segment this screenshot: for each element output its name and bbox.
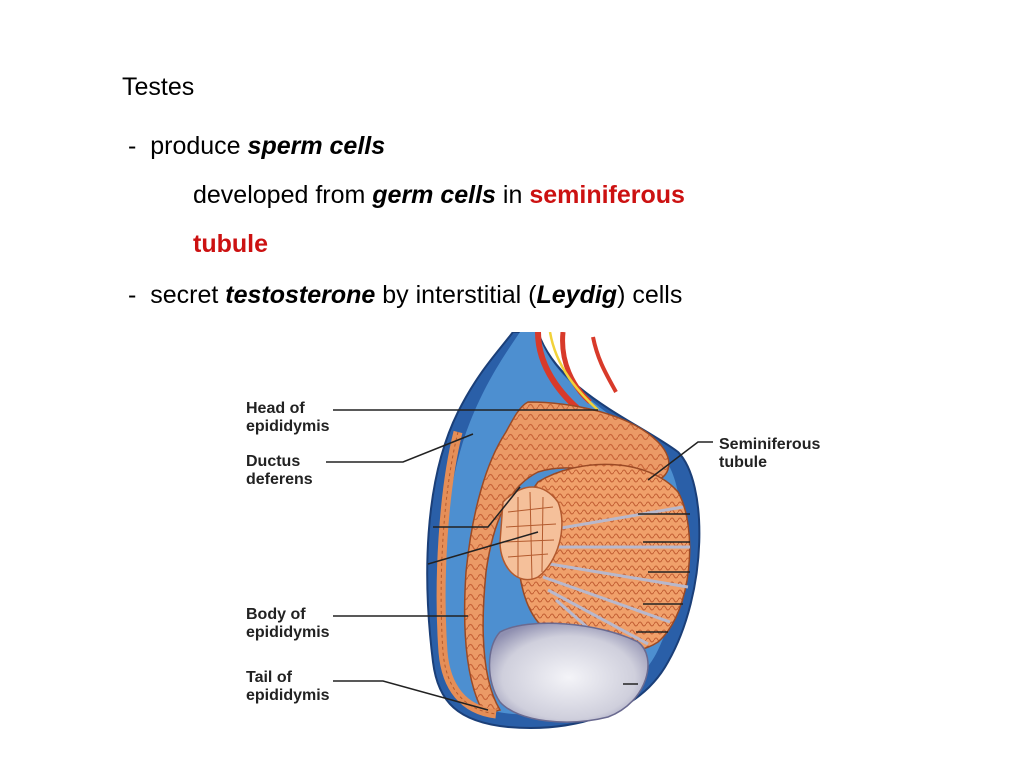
leader-tail <box>333 680 489 711</box>
label-line: Head of <box>246 400 305 417</box>
bullet-text: secret <box>150 281 219 309</box>
sub-text: developed from <box>193 181 366 209</box>
bullet-secret: - secret testosterone by interstitial (L… <box>128 280 682 310</box>
slide-title: Testes <box>122 73 195 101</box>
seminiferous-term: seminiferous <box>529 181 685 209</box>
testis-diagram: Head of epididymis Ductus deferens Semin… <box>238 332 872 734</box>
label-line: Body of <box>246 606 306 623</box>
cavity <box>488 622 649 723</box>
leydig-term: Leydig <box>536 281 618 309</box>
label-line: Tail of <box>246 669 292 686</box>
testis-illustration <box>326 332 872 734</box>
label-line: Ductus <box>246 453 301 470</box>
label-line: epididymis <box>246 624 330 641</box>
bullet-dash: - <box>128 281 137 309</box>
bullet-dash: - <box>128 132 137 160</box>
sperm-cells-term: sperm cells <box>247 132 386 160</box>
tubule-term: tubule <box>193 230 268 258</box>
leader-ductus <box>326 433 474 463</box>
label-body-of-epididymis: Body of epididymis <box>246 606 330 642</box>
label-line: tubule <box>719 454 767 471</box>
bullet-text-2: by interstitial ( <box>382 281 537 309</box>
label-tail-of-epididymis: Tail of epididymis <box>246 669 330 705</box>
label-head-of-epididymis: Head of epididymis <box>246 400 330 436</box>
bullet-produce: - produce sperm cells <box>128 131 385 161</box>
sub-text-in: in <box>502 181 523 209</box>
germ-cells-term: germ cells <box>372 181 496 209</box>
label-ductus-deferens: Ductus deferens <box>246 453 313 489</box>
label-seminiferous-tubule: Seminiferous tubule <box>719 436 820 472</box>
sub-line-1: developed from germ cells in seminiferou… <box>193 180 685 210</box>
epididymis <box>463 401 670 715</box>
bullet-text: produce <box>150 132 241 160</box>
leader-semi <box>647 441 713 481</box>
testosterone-term: testosterone <box>225 281 376 309</box>
label-line: epididymis <box>246 418 330 435</box>
label-line: epididymis <box>246 687 330 704</box>
bullet-text-3: ) cells <box>617 281 683 309</box>
label-line: deferens <box>246 471 313 488</box>
label-line: Seminiferous <box>719 436 821 453</box>
